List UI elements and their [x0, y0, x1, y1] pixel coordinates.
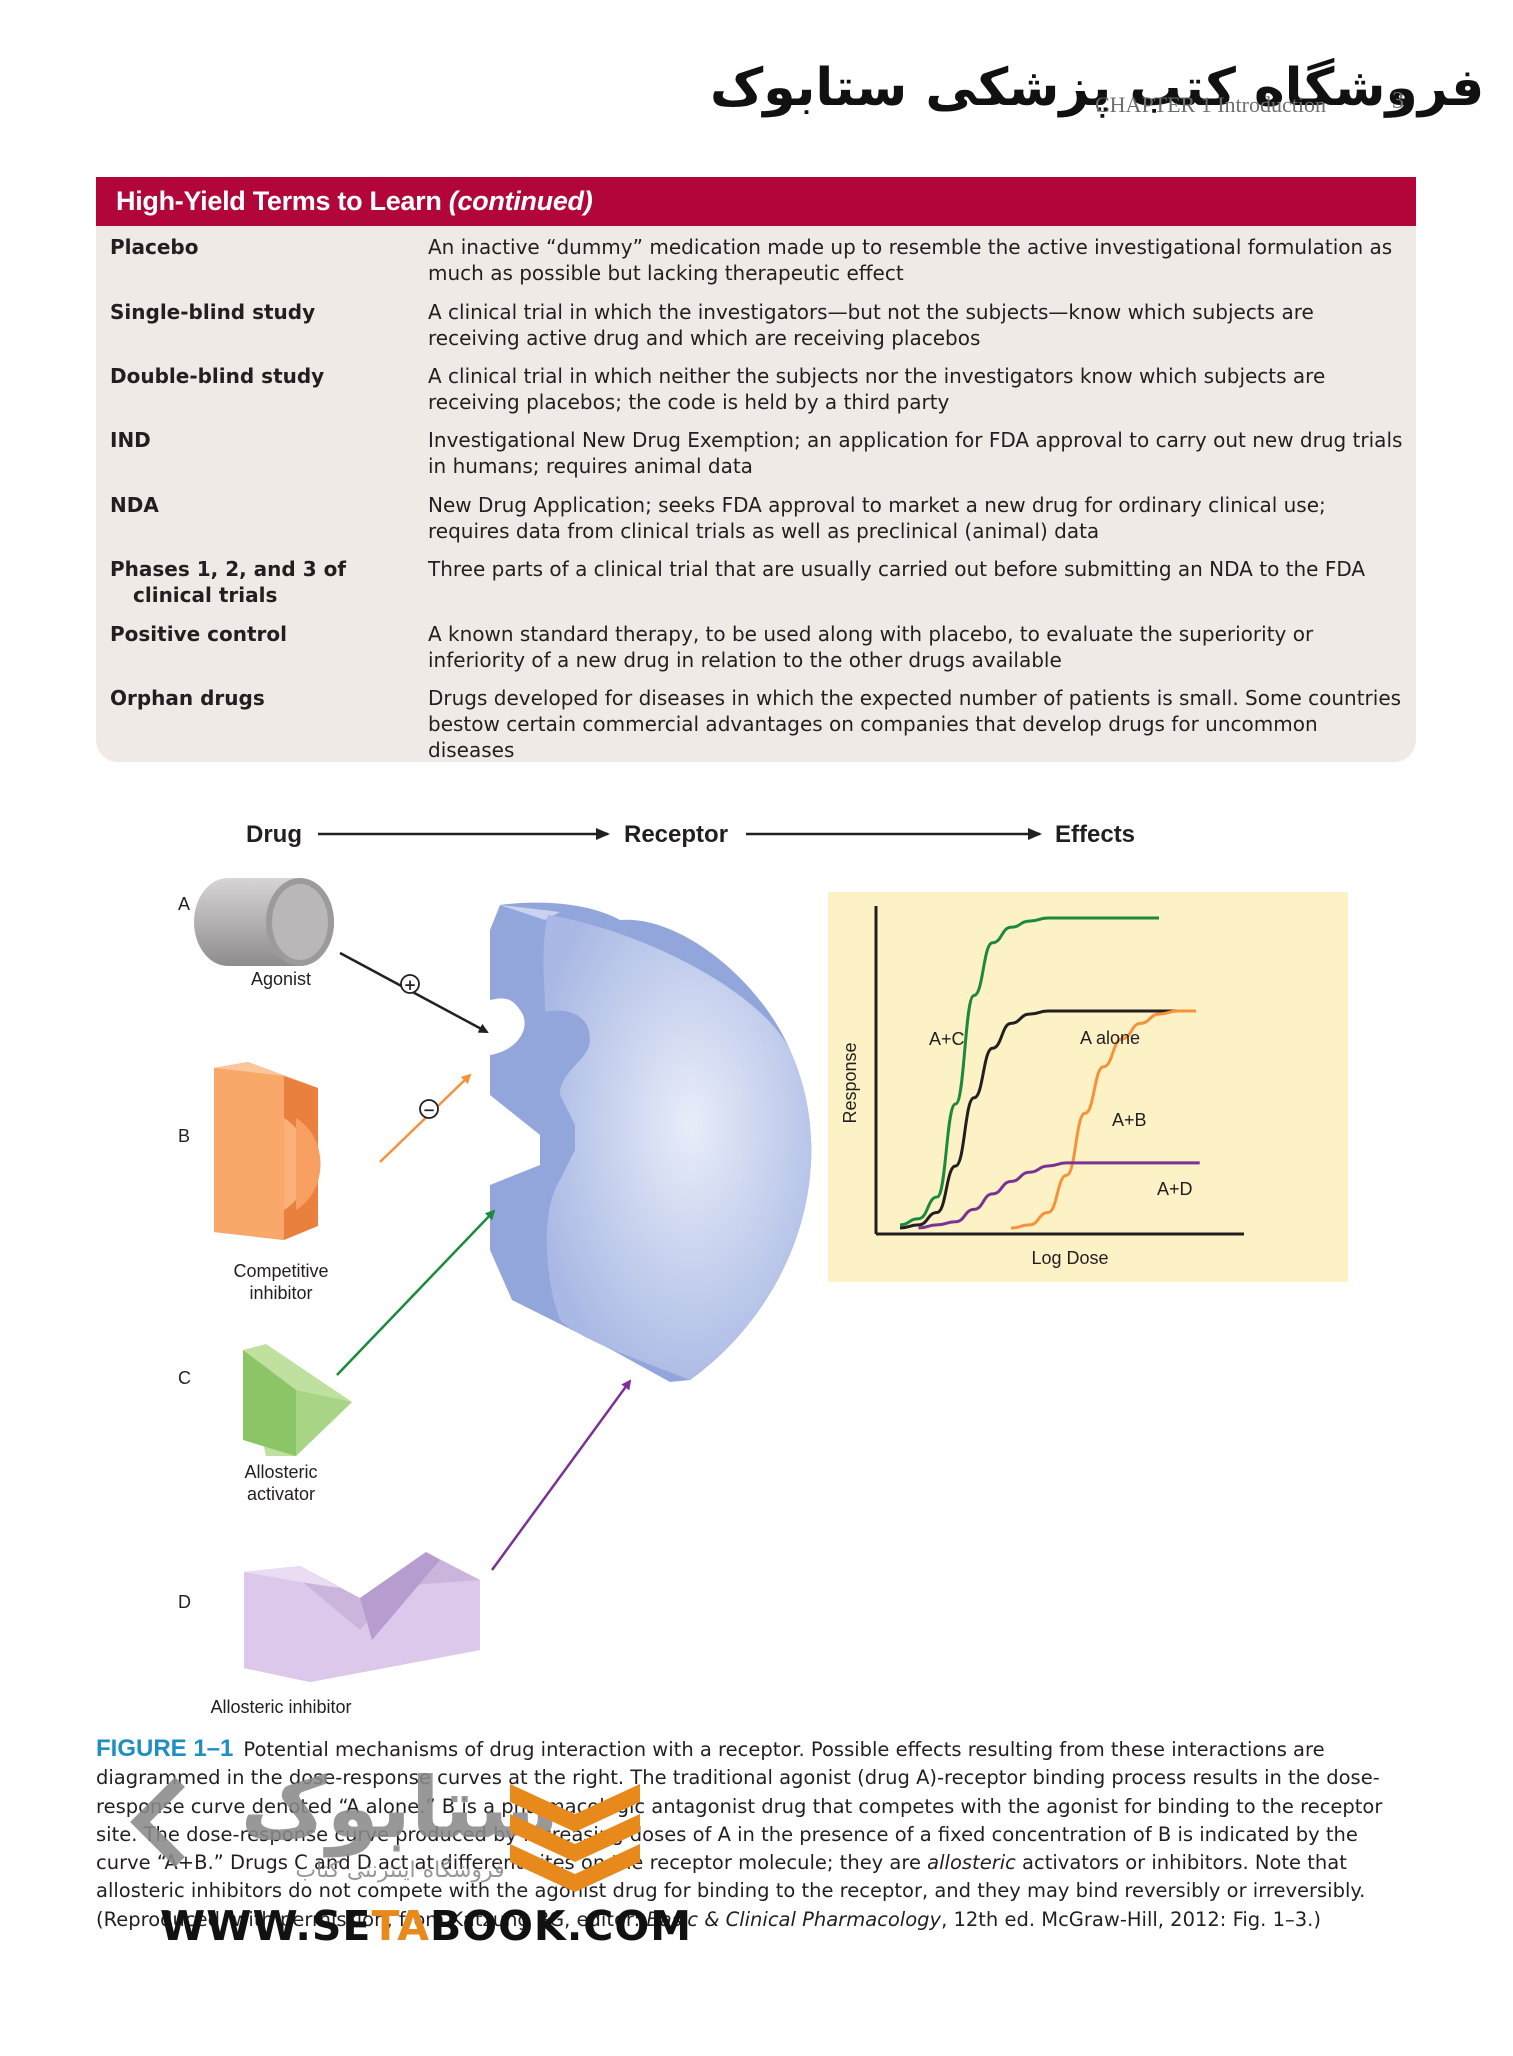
term-definition: An inactive “dummy” medication made up t…: [428, 235, 1393, 285]
curve-a-d: [918, 1161, 1200, 1230]
term-definition: Drugs developed for diseases in which th…: [428, 686, 1402, 762]
series-label-ad: A+D: [1157, 1179, 1193, 1199]
term-definition: New Drug Application; seeks FDA approval…: [428, 493, 1326, 543]
competitive-inhibitor-shape: [214, 1062, 321, 1240]
term-name: Double-blind study: [110, 364, 325, 388]
curves-group: [899, 916, 1200, 1230]
watermark-url: WWW.SETABOOK.COM: [160, 1902, 692, 1950]
drug-label-activator: Allosteric: [244, 1462, 317, 1482]
term-definition: A known standard therapy, to be used alo…: [428, 622, 1314, 672]
watermark-text: فروشگاه کتب پزشکی ستابوک: [710, 58, 1485, 118]
plus-sign-icon: [400, 974, 420, 994]
term-definition: Three parts of a clinical trial that are…: [428, 557, 1366, 581]
curve-a-alone: [899, 1009, 1196, 1230]
term-name: Orphan drugs: [110, 686, 265, 710]
receptor-shape: [490, 902, 812, 1382]
graph-panel: [828, 892, 1348, 1282]
caption-italic-2: Basic & Clinical Pharmacology: [646, 1907, 942, 1931]
drug-letter-b: B: [178, 1126, 190, 1146]
term-definition: A clinical trial in which neither the su…: [428, 364, 1326, 414]
watermark-logo-subtext: فروشگاه اینترنتی کتاب: [295, 1857, 504, 1883]
terms-title-suffix: (continued): [448, 186, 593, 216]
sign-plus: +: [404, 976, 417, 994]
caption-text-2: activators or inhibitors. Note that allo…: [96, 1851, 1366, 1931]
drug-letter-c: C: [178, 1368, 191, 1388]
arrow-b: [379, 1073, 472, 1163]
allosteric-activator-shape: [243, 1344, 352, 1456]
figure-diagram: Drug Receptor Effects A Agonist + B Comp…: [178, 821, 1348, 1717]
watermark-logo-text: ستابوک: [241, 1759, 560, 1858]
watermark-url-part1: WWW.SE: [160, 1902, 372, 1950]
flow-label-receptor: Receptor: [624, 821, 728, 848]
flow-label-effects: Effects: [1055, 821, 1135, 848]
y-axis-label: Response: [840, 1042, 860, 1123]
page-number: 3: [1392, 88, 1404, 114]
watermark-url-part3: BOOK.COM: [429, 1902, 693, 1950]
term-name-line1: Phases 1, 2, and 3 of: [110, 557, 347, 581]
series-label-a-alone: A alone: [1080, 1028, 1140, 1048]
term-definition: Investigational New Drug Exemption; an a…: [428, 428, 1403, 478]
x-axis-label: Log Dose: [1031, 1248, 1108, 1268]
curve-a-b: [1010, 1009, 1196, 1230]
running-head: CHAPTER 1 Introduction: [1095, 92, 1326, 117]
sign-minus: −: [423, 1101, 436, 1119]
drug-label-agonist: Agonist: [251, 969, 311, 989]
term-name: Placebo: [110, 235, 199, 259]
terms-title-text: High-Yield Terms to Learn: [116, 186, 442, 216]
drug-label-competitive: Competitive: [233, 1261, 328, 1281]
term-definition: A clinical trial in which the investigat…: [428, 300, 1314, 350]
drug-letter-d: D: [178, 1592, 191, 1612]
drug-label-competitive-line2: inhibitor: [249, 1283, 312, 1303]
term-name: Positive control: [110, 622, 287, 646]
curve-a-c: [899, 916, 1159, 1227]
term-name: IND: [110, 428, 151, 452]
drug-label-inhibitor: Allosteric inhibitor: [210, 1697, 351, 1717]
term-name: Single-blind study: [110, 300, 316, 324]
figure-label: FIGURE 1–1: [96, 1735, 234, 1762]
drug-letter-a: A: [178, 894, 190, 914]
caption-italic-1: allosteric: [927, 1851, 1016, 1875]
caption-text-3: , 12th ed. McGraw-Hill, 2012: Fig. 1–3.): [941, 1907, 1321, 1931]
series-label-ab: A+B: [1112, 1110, 1147, 1130]
watermark-logo: ستابوک فروشگاه اینترنتی کتاب: [130, 1759, 560, 1883]
drug-label-activator-line2: activator: [247, 1484, 315, 1504]
caption-text-1: Potential mechanisms of drug interaction…: [96, 1738, 1383, 1875]
terms-box: [96, 177, 1416, 762]
minus-sign-icon: [419, 1099, 439, 1119]
arrow-c: [336, 1209, 496, 1376]
arrow-d: [490, 1379, 632, 1571]
agonist-shape: [194, 878, 334, 966]
watermark-book-icon: [510, 1784, 640, 1892]
watermark-url-part2: TA: [371, 1902, 430, 1950]
allosteric-inhibitor-shape: [244, 1552, 480, 1682]
flow-label-drug: Drug: [246, 821, 302, 848]
term-name-line2: clinical trials: [133, 583, 278, 607]
terms-title: High-Yield Terms to Learn (continued): [116, 186, 593, 217]
terms-title-bar: [96, 177, 1416, 226]
series-label-ac: A+C: [929, 1029, 965, 1049]
term-name: NDA: [110, 493, 159, 517]
